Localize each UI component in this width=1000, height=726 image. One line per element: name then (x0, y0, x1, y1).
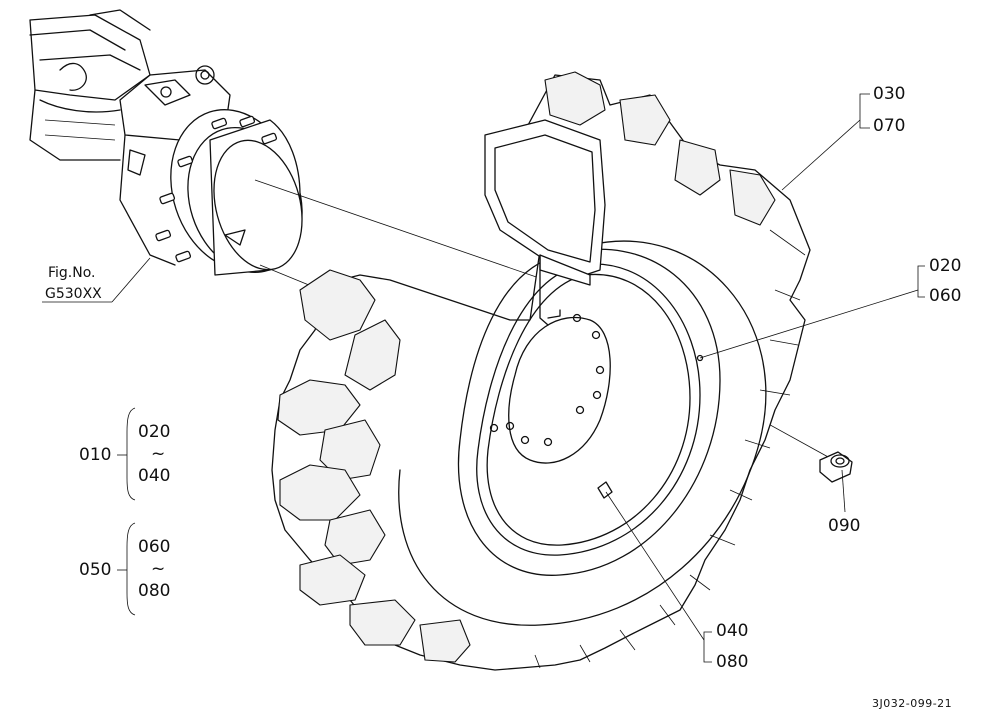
callout-020: 020 (929, 256, 962, 276)
fig-no-label: Fig.No. (48, 265, 96, 281)
valve-point-020 (696, 354, 704, 362)
callout-090: 090 (828, 516, 861, 536)
group-050-tilde: ~ (151, 559, 166, 579)
group-050-to: 080 (138, 581, 171, 601)
callout-030: 030 (873, 84, 906, 104)
tire-tube-cutaway (484, 119, 606, 326)
group-010-to: 040 (138, 466, 171, 486)
wheel-studs (155, 115, 278, 263)
fig-no-number: G530XX (45, 286, 102, 302)
group-050-parent: 050 (79, 560, 112, 580)
valve-stem (597, 481, 613, 499)
fig-ref-leader (111, 257, 151, 303)
callout-040: 040 (716, 621, 749, 641)
wheel-rim (476, 263, 704, 556)
group-010-tilde: ~ (151, 444, 166, 464)
axle-hub-assembly (29, 9, 303, 276)
group-010-parent: 010 (79, 445, 112, 465)
drawing-number: 3J032-099-21 (872, 697, 953, 710)
callout-leaders (117, 93, 925, 663)
assembly-line-hub-disc (254, 179, 546, 281)
callout-070: 070 (873, 116, 906, 136)
callout-060: 060 (929, 286, 962, 306)
wheel-nut (819, 451, 853, 483)
callout-080: 080 (716, 652, 749, 672)
group-050-from: 060 (138, 537, 171, 557)
group-010-from: 020 (138, 422, 171, 442)
